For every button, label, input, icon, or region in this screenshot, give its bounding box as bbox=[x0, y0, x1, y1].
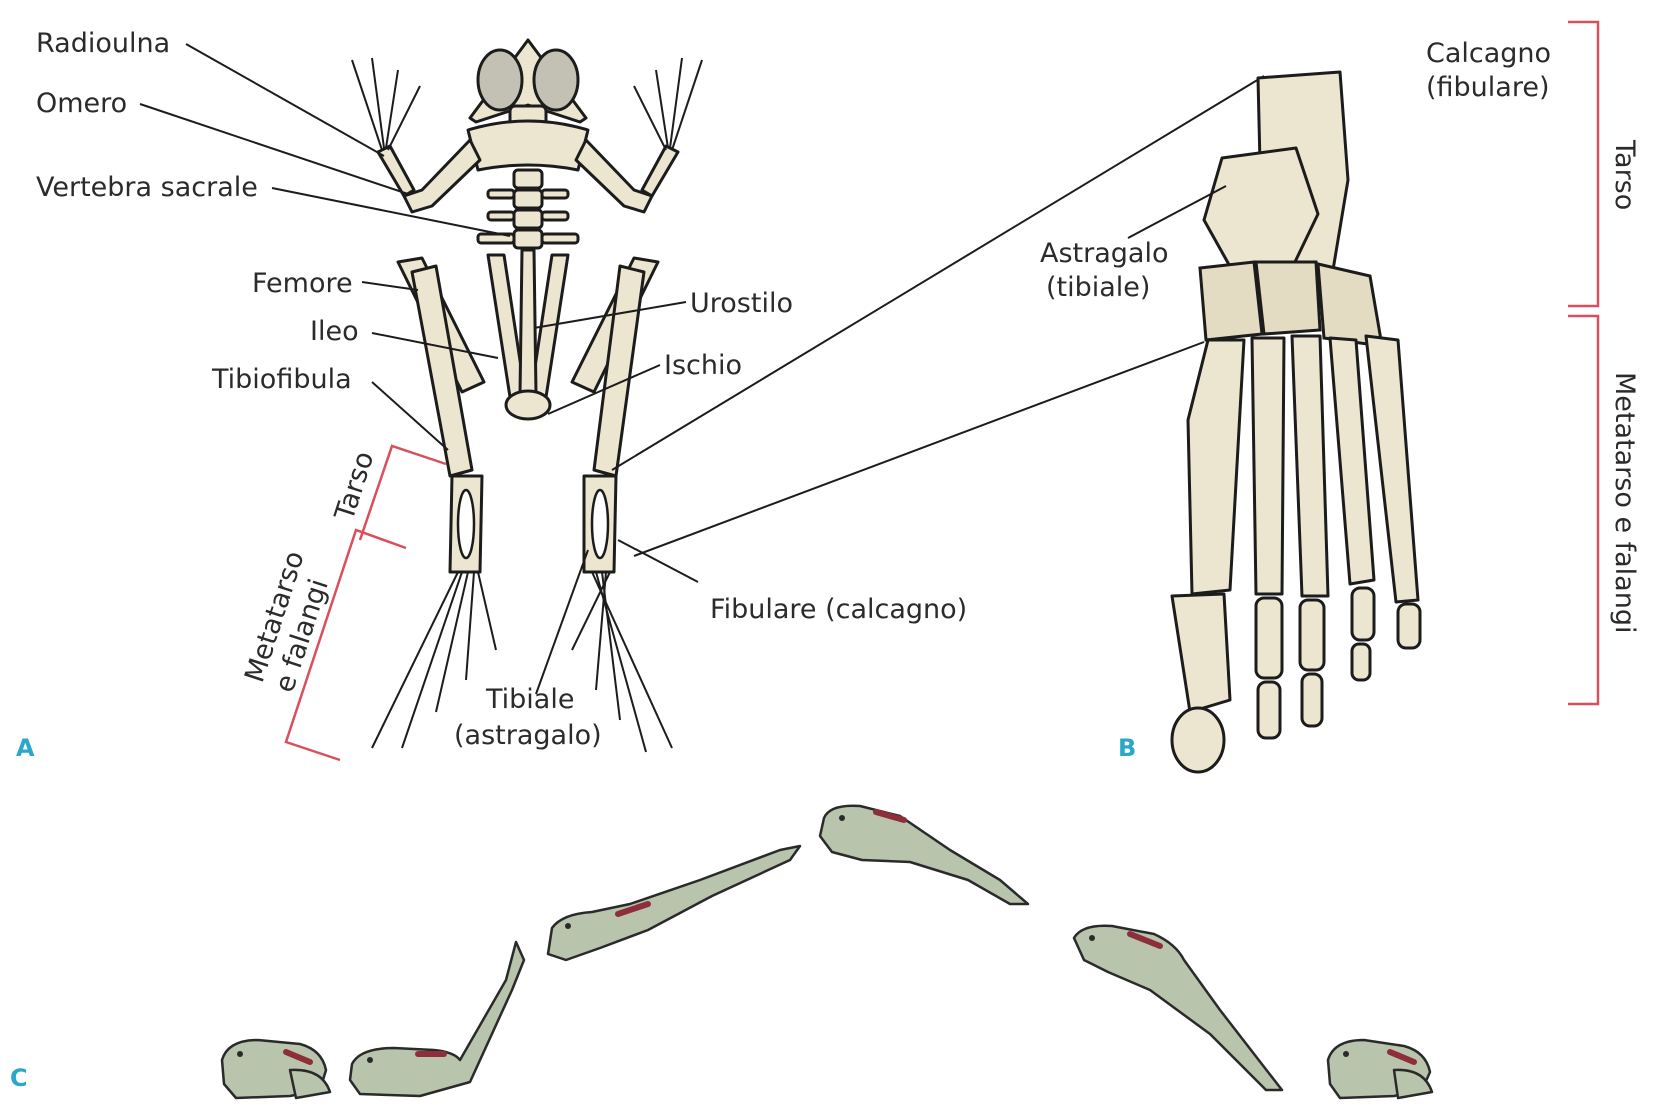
frog-extending bbox=[350, 942, 524, 1096]
label-calcagno-line1: Calcagno bbox=[1426, 38, 1551, 69]
label-urostilo: Urostilo bbox=[690, 288, 793, 319]
label-ischio: Ischio bbox=[664, 350, 742, 381]
frog-skeleton bbox=[352, 40, 702, 752]
label-tarso-a: Tarso bbox=[329, 448, 381, 525]
frog-crouched-end bbox=[1328, 1040, 1432, 1098]
panel-letter-b: B bbox=[1118, 734, 1136, 762]
frog-airborne-rising bbox=[548, 846, 800, 960]
frog-airborne-peak bbox=[820, 806, 1028, 904]
panel-b-brackets bbox=[1568, 22, 1598, 704]
label-metatarso-b: Metatarso e falangi bbox=[1609, 372, 1640, 633]
label-femore: Femore bbox=[252, 268, 353, 299]
vertebral-column bbox=[478, 170, 578, 248]
label-fibulare: Fibulare (calcagno) bbox=[710, 594, 967, 625]
label-tarso-b: Tarso bbox=[1609, 139, 1640, 210]
frog-crouched-start bbox=[222, 1040, 330, 1098]
label-tibiale-line2: (astragalo) bbox=[454, 720, 602, 751]
label-ileo: Ileo bbox=[310, 316, 359, 347]
label-astragalo-line1: Astragalo bbox=[1040, 238, 1168, 269]
label-radioulna: Radioulna bbox=[36, 28, 170, 59]
panel-letter-a: A bbox=[16, 734, 35, 762]
label-astragalo-line2: (tibiale) bbox=[1046, 272, 1150, 303]
panel-letter-c: C bbox=[10, 1064, 28, 1092]
label-calcagno-line2: (fibulare) bbox=[1426, 72, 1550, 103]
label-tibiofibula: Tibiofibula bbox=[211, 364, 352, 395]
foot-skeleton bbox=[1172, 72, 1420, 772]
jump-sequence bbox=[222, 806, 1432, 1098]
label-tibiale-line1: Tibiale bbox=[485, 684, 574, 715]
label-omero: Omero bbox=[36, 88, 127, 119]
label-vertebra-sacrale: Vertebra sacrale bbox=[36, 172, 258, 203]
frog-descending bbox=[1074, 926, 1282, 1090]
